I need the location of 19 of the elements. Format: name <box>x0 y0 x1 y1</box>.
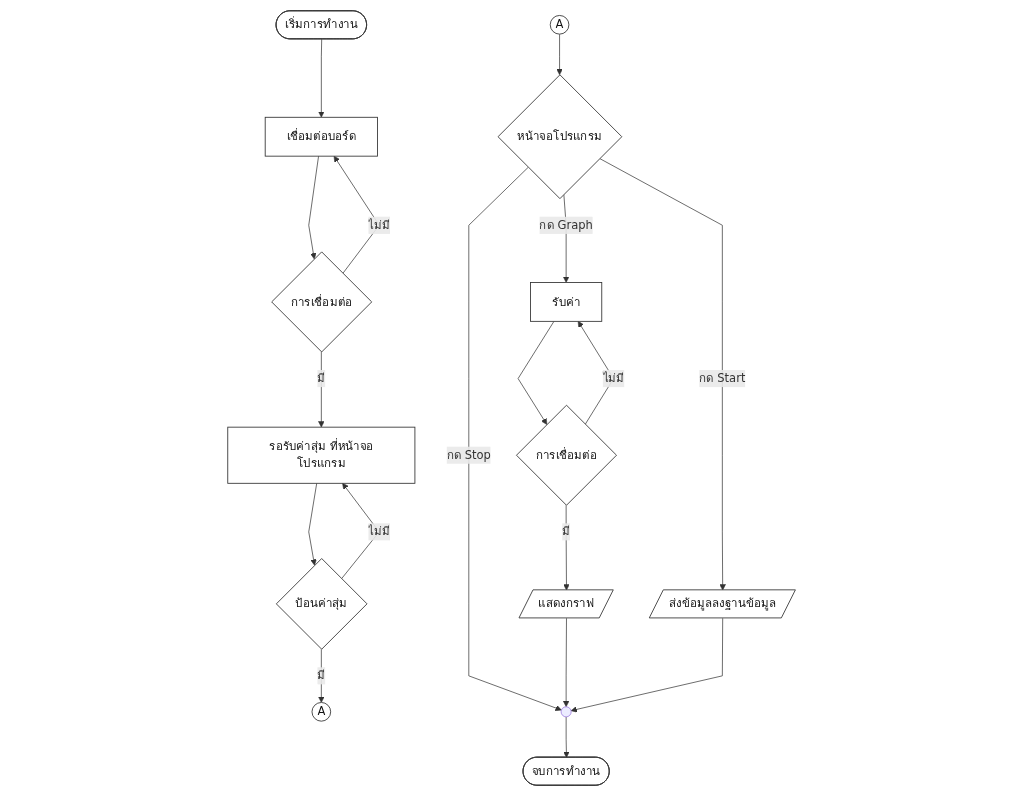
edge-label: มี <box>317 668 326 683</box>
node-diamond: การเชื่อมต่อ <box>516 404 618 506</box>
node-diamond: หน้าจอโปรแกรม <box>498 74 623 200</box>
node-box: รับค่า <box>530 282 603 322</box>
edge-label: มี <box>562 524 571 539</box>
node-circle: A <box>312 702 332 722</box>
node-circle: A <box>550 15 570 35</box>
edge-label: ไม่มี <box>368 218 391 232</box>
edge-label: กด Start <box>699 371 746 386</box>
edge-label: มี <box>317 371 326 386</box>
node-diamond: ป้อนค่าสุ่ม <box>276 558 368 650</box>
edge-label: กด Graph <box>539 218 594 232</box>
edge-label: กด Stop <box>447 448 492 462</box>
node-box: เชื่อมต่อบอร์ด <box>265 116 379 157</box>
node-circle <box>561 706 572 718</box>
node-diamond: การเชื่อมต่อ <box>271 251 373 353</box>
edge-label: ไม่มี <box>368 524 391 539</box>
node-box: รอรับค่าสุ่ม ที่หน้าจอโปรแกรม <box>227 426 416 484</box>
edge-label: ไม่มี <box>603 371 625 386</box>
